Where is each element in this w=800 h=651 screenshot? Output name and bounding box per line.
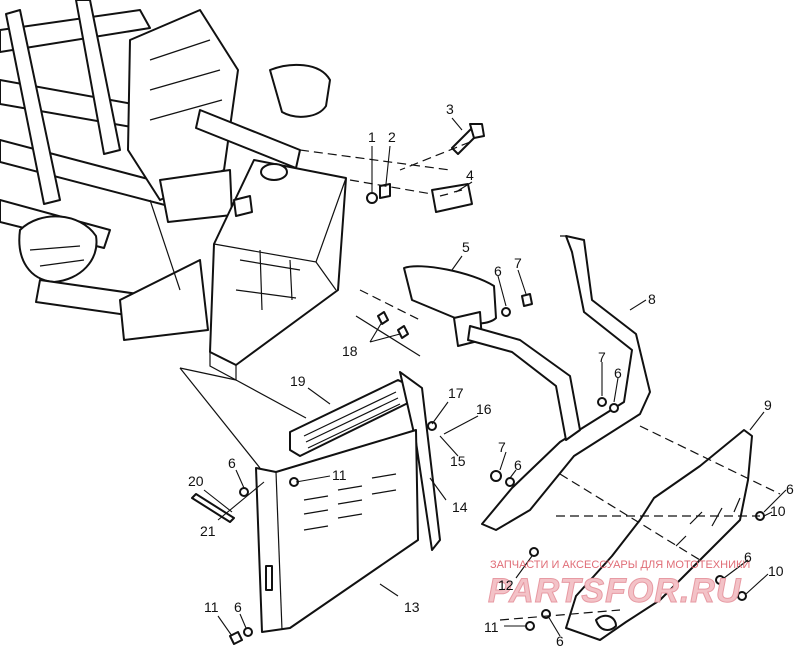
callout-18: 18 (342, 343, 358, 359)
radiator (209, 159, 347, 382)
leader-lines (203, 117, 787, 637)
callout-11: 11 (484, 619, 499, 635)
callout-16: 16 (476, 401, 492, 417)
callout-10: 10 (768, 563, 784, 579)
watermark-brand: PARTSFOR.RU (488, 572, 742, 610)
callout-13: 13 (404, 599, 420, 615)
callout-6: 6 (744, 549, 752, 565)
callout-14: 14 (452, 499, 468, 515)
callout-5: 5 (462, 239, 470, 255)
callout-6: 6 (494, 263, 502, 279)
watermark: ЗАПЧАСТИ И АКСЕССУАРЫ ДЛЯ МОТОТЕХНИКИ PA… (488, 559, 751, 611)
callout-7: 7 (514, 255, 522, 271)
callout-2: 2 (388, 129, 396, 145)
callout-6: 6 (514, 457, 522, 473)
callout-15: 15 (450, 453, 466, 469)
callout-11: 11 (332, 467, 347, 483)
callout-6: 6 (228, 455, 236, 471)
callout-12: 12 (498, 577, 514, 593)
mounting-hardware-top (366, 123, 485, 213)
callout-11: 11 (204, 599, 219, 615)
callout-1: 1 (368, 129, 376, 145)
callout-6: 6 (556, 633, 564, 649)
watermark-tagline: ЗАПЧАСТИ И АКСЕССУАРЫ ДЛЯ МОТОТЕХНИКИ (490, 559, 750, 571)
item-8-bumper (467, 235, 651, 531)
callout-7: 7 (598, 349, 606, 365)
callout-21: 21 (200, 523, 216, 539)
callout-6: 6 (786, 481, 794, 497)
item-5-bracket (377, 265, 533, 347)
callout-3: 3 (446, 101, 454, 117)
callout-8: 8 (648, 291, 656, 307)
callout-7: 7 (498, 439, 506, 455)
callout-6: 6 (614, 365, 622, 381)
callout-20: 20 (188, 473, 204, 489)
callout-6: 6 (234, 599, 242, 615)
callout-19: 19 (290, 373, 306, 389)
callout-4: 4 (466, 167, 474, 183)
callout-17: 17 (448, 385, 464, 401)
callout-10: 10 (770, 503, 786, 519)
assembly-lines (179, 141, 781, 621)
item-13-front-cover (191, 429, 419, 645)
callout-9: 9 (764, 397, 772, 413)
callout-labels: 1 2 3 4 5 6 7 8 18 7 6 9 19 17 16 15 7 6… (188, 101, 794, 649)
